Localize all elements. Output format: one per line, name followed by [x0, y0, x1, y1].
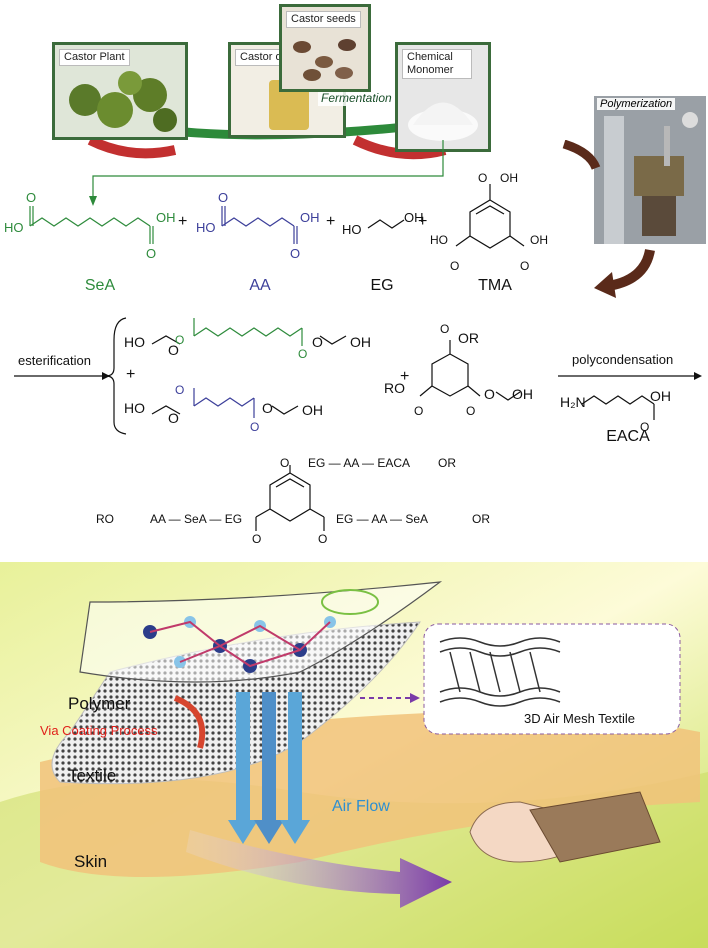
red-arrow-right	[352, 135, 447, 160]
polymer-left-ro: RO	[96, 512, 114, 526]
castor-oil-caption: Castor oil	[235, 49, 292, 66]
castor-plant-photo: Castor Plant	[52, 42, 188, 140]
polymer-right-chain: EG — AA — SeA	[336, 512, 429, 526]
ester-plus: +	[126, 366, 136, 383]
via-coating-label: Via Coating Process	[40, 723, 158, 738]
eaca-label: EACA	[606, 428, 650, 445]
eg-ho: HO	[342, 222, 362, 237]
esterification-label: esterification	[18, 353, 91, 368]
eaca-h2n: H₂N	[560, 394, 586, 410]
air-flow-label: Air Flow	[332, 798, 390, 815]
sea-oh: OH	[156, 210, 176, 225]
plus-3: +	[418, 213, 427, 230]
purple-arrow	[186, 830, 452, 908]
aa-ho: HO	[196, 220, 216, 235]
ester1-ho: HO	[124, 334, 145, 350]
ester3-oh: OH	[512, 386, 533, 402]
ester3-or: OR	[458, 330, 479, 346]
polymer-left-chain: AA — SeA — EG	[150, 512, 243, 526]
polymerization-image	[594, 96, 706, 244]
esterification-svg	[14, 317, 702, 435]
tma-oh-top: OH	[500, 171, 518, 185]
tma-o-left: O	[450, 259, 459, 273]
polymerization-photo: Polymerization	[594, 96, 706, 244]
plus-1: +	[178, 213, 187, 230]
ester2-oh: OH	[302, 402, 323, 418]
polymer-right-o: O	[318, 532, 328, 546]
ester1-o-carbonyl: O	[175, 333, 185, 347]
polycondensation-label: polycondensation	[572, 352, 674, 367]
polymer-right-or: OR	[472, 512, 490, 526]
ester2-o-carbonyl-right: O	[250, 420, 260, 434]
ester3-ro: RO	[384, 380, 405, 396]
sea-o-bottom: O	[146, 246, 156, 261]
ester3-o-right: O	[466, 404, 476, 418]
mesh-graphic	[439, 637, 561, 707]
tma-ho-left: HO	[430, 233, 448, 247]
eg-structure	[367, 219, 405, 229]
sea-ho: HO	[4, 220, 24, 235]
ester2-o-carbonyl: O	[175, 383, 185, 397]
illustration-svg	[0, 562, 708, 948]
plus-2: +	[326, 213, 335, 230]
polymer-top-chain: EG — AA — EACA	[308, 456, 411, 470]
textile-label: Textile	[68, 766, 117, 785]
ester3-o-top: O	[440, 322, 450, 336]
tma-structure	[455, 184, 525, 249]
fermentation-label: Fermentation	[318, 90, 395, 106]
polymer-top-o: O	[280, 456, 290, 470]
eg-oh: OH	[404, 210, 424, 225]
wrist-brace-hand	[469, 791, 661, 863]
polymer-top-or: OR	[438, 456, 456, 470]
tma-oh-right: OH	[530, 233, 548, 247]
sea-label: SeA	[84, 277, 116, 294]
ester1-o-right: O	[312, 334, 323, 350]
polymer-core-svg	[255, 465, 325, 531]
green-connector-svg	[89, 140, 444, 206]
sea-structure	[29, 206, 154, 244]
eaca-oh: OH	[650, 388, 671, 404]
air-flow-arrows	[228, 692, 310, 844]
ester3-o-left: O	[414, 404, 424, 418]
eaca-o: O	[640, 420, 650, 434]
polymer-label: Polymer	[68, 694, 131, 713]
polymer-left-o: O	[252, 532, 262, 546]
tma-label: TMA	[478, 277, 512, 294]
ester1-o-link: O	[168, 342, 179, 358]
aa-label: AA	[249, 277, 271, 294]
polymer-network	[143, 616, 336, 673]
mesh-label: 3D Air Mesh Textile	[524, 711, 636, 726]
aa-oh: OH	[300, 210, 320, 225]
red-arrow-left	[87, 135, 177, 159]
ester-plus-2: +	[400, 368, 410, 385]
eg-label: EG	[370, 277, 394, 294]
coating-arrow	[173, 695, 206, 749]
ester2-o-right: O	[262, 400, 273, 416]
tma-o-right: O	[520, 259, 529, 273]
chemical-monomer-photo: Chemical Monomer	[395, 42, 491, 152]
via-coating-text: Via Coating Process	[40, 723, 158, 738]
polymerization-arrows-svg	[562, 140, 655, 298]
sea-o-top: O	[26, 190, 36, 205]
aa-o-bottom: O	[290, 246, 300, 261]
monomers-svg: HO O OH O + HO O OH O + HO OH + O OH HO …	[4, 171, 548, 273]
ester1-o-carbonyl-right: O	[298, 347, 308, 361]
castor-plant-caption: Castor Plant	[59, 49, 130, 66]
aa-o-top: O	[218, 190, 228, 205]
castor-seeds-photo: Castor seeds	[279, 4, 371, 92]
ester3-o-link: O	[484, 386, 495, 402]
ester2-o-link: O	[168, 410, 179, 426]
skin-label: Skin	[74, 852, 108, 871]
tma-o-top: O	[478, 171, 487, 185]
aa-structure	[221, 206, 298, 244]
polymerization-caption: Polymerization	[597, 98, 676, 110]
chemical-monomer-caption: Chemical Monomer	[402, 49, 472, 79]
castor-seeds-caption: Castor seeds	[286, 11, 361, 28]
mesh-inset	[423, 623, 681, 735]
ester2-ho: HO	[124, 400, 145, 416]
ester1-oh: OH	[350, 334, 371, 350]
